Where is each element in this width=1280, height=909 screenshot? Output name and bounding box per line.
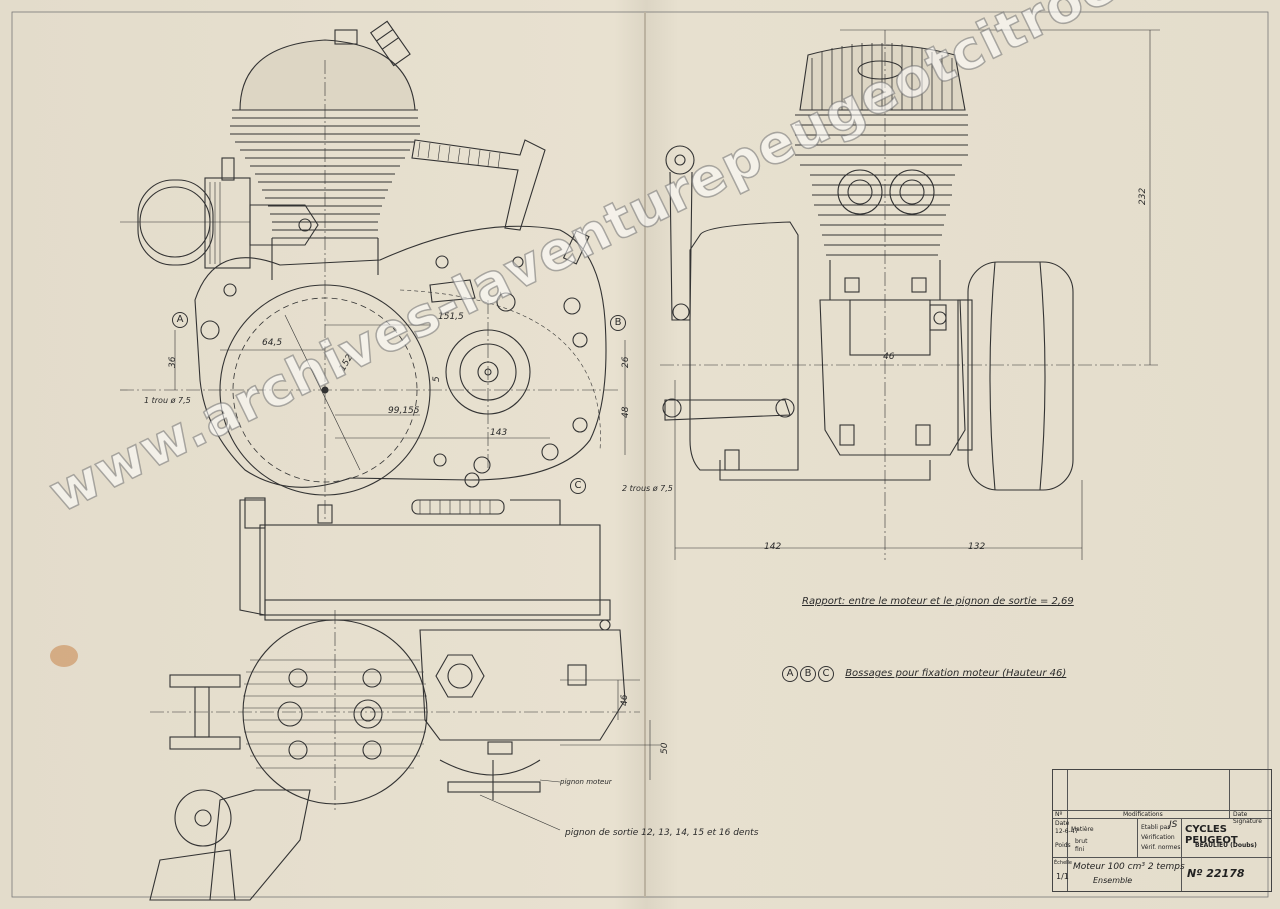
dim-46-lower: 46 [620,694,630,706]
note-pignon-moteur: pignon moteur [560,778,612,786]
front-cylinder-fins [795,114,968,256]
note-rapport: Rapport: entre le moteur et le pignon de… [802,596,1074,607]
tb-title-2: Ensemble [1093,876,1133,885]
tb-drawing-number: Nº 22178 [1187,867,1245,880]
note-1-trou: 1 trou ø 7,5 [144,396,191,405]
tb-no: Nº [1055,811,1063,818]
note-pignon-sortie: pignon de sortie 12, 13, 14, 15 et 16 de… [565,828,759,838]
tb-poids: Poids [1055,842,1071,849]
front-flywheel [967,261,1074,491]
tb-modifications: Modifications [1123,811,1163,818]
tb-company: CYCLES PEUGEOT [1185,824,1238,846]
tb-date-value: 12-6-47 [1055,828,1079,835]
tb-matiere: Matière [1071,826,1094,833]
dim-50: 50 [660,742,670,754]
bolt-heads [200,255,588,488]
tb-title-1: Moteur 100 cm³ 2 temps [1073,862,1185,872]
dim-142: 142 [764,542,782,552]
sheet-border [11,11,1269,898]
title-block: Nº Modifications Date Signature Date 12-… [1052,769,1272,892]
dim-132: 132 [968,542,986,552]
tb-brut: brut [1075,838,1088,845]
ref-label-C: C [570,478,588,494]
tb-city: BEAULIEU (Doubs) [1195,842,1257,849]
tb-etabli: Etabli par [1141,824,1170,831]
tb-echelle: Échelle [1054,860,1073,866]
ref-label-B: B [610,315,628,331]
ref-label-A: A [172,312,190,328]
rust-stain [50,645,78,667]
tb-date-signature: Date Signature [1233,811,1262,825]
tb-fini: fini [1075,846,1085,853]
bossage-ref-A: A [782,666,798,682]
bossage-ref-C: C [818,666,834,682]
dim-99-155: 99,155 [388,406,420,416]
bossage-ref-B: B [800,666,816,682]
dim-36: 36 [168,356,178,368]
engine-top-view [149,497,660,901]
engine-side-view [120,20,626,520]
tb-date-label: Date [1055,820,1070,827]
tb-verification: Vérification [1141,834,1175,841]
note-2-trous: 2 trous ø 7,5 [622,484,673,493]
engine-front-view [660,29,1160,560]
dim-232: 232 [1138,187,1148,205]
dim-5: 5 [432,376,442,382]
tb-verif-normes: Vérif. normes [1141,844,1181,851]
dim-64-5: 64,5 [262,338,283,348]
dim-48: 48 [621,406,631,418]
tb-echelle-value: 1/1 [1056,872,1069,881]
dim-143: 143 [490,428,508,438]
dim-46-mid: 46 [883,352,895,362]
tb-initials: JS [1169,820,1178,830]
dim-151-5: 151,5 [438,312,464,322]
dim-26: 26 [621,356,631,368]
bossages-text: Bossages pour fixation moteur (Hauteur 4… [845,668,1067,679]
